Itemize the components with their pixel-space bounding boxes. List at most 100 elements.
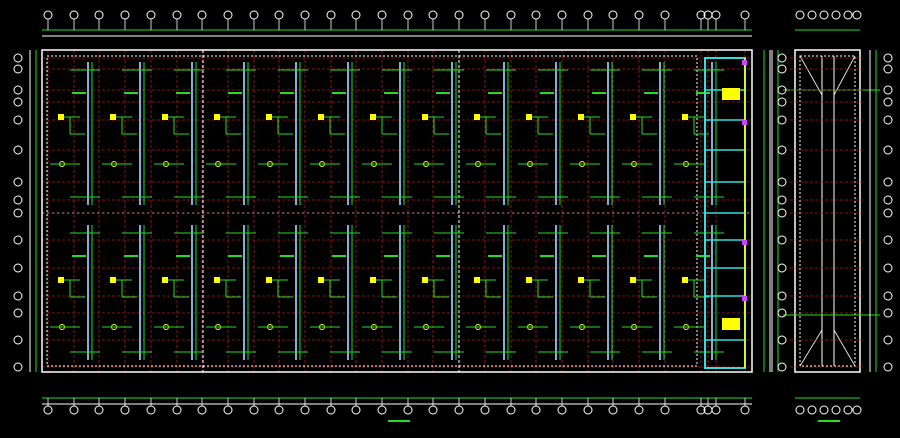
axis-bubble — [13, 235, 23, 245]
axis-bubble — [831, 405, 841, 415]
axis-bubble — [43, 405, 53, 415]
roof-hatch — [833, 55, 856, 96]
axis-bubble — [13, 97, 23, 107]
axis-bubble — [883, 115, 893, 125]
axis-bubble — [883, 53, 893, 63]
axis-bubble — [583, 10, 593, 20]
pipe-label — [176, 255, 190, 257]
axis-bubble — [883, 177, 893, 187]
pipe-label — [332, 92, 346, 94]
floor-drain-fixture — [578, 114, 584, 120]
plan-title-underline — [388, 420, 410, 422]
pipe-label — [124, 255, 138, 257]
floor-drain-fixture — [370, 277, 376, 283]
axis-bubble — [428, 405, 438, 415]
pipe-label — [176, 92, 190, 94]
floor-drain-fixture — [578, 277, 584, 283]
axis-bubble — [120, 405, 130, 415]
roof-hatch — [833, 329, 856, 367]
pipe-label — [436, 92, 450, 94]
floor-drain-fixture — [630, 277, 636, 283]
pipe-label — [332, 255, 346, 257]
axis-bubble — [883, 195, 893, 205]
axis-bubble — [819, 10, 829, 20]
pipe-label — [644, 92, 658, 94]
axis-bubble — [223, 10, 233, 20]
floor-drain-fixture — [214, 114, 220, 120]
pipe-label — [488, 92, 502, 94]
axis-bubble — [883, 64, 893, 74]
axis-bubble — [454, 10, 464, 20]
axis-bubble — [852, 405, 862, 415]
floor-drain-fixture — [526, 277, 532, 283]
axis-bubble — [13, 145, 23, 155]
pipe-network — [50, 62, 724, 360]
floor-drain-fixture — [682, 114, 688, 120]
axis-bubble — [13, 53, 23, 63]
axis-bubble — [300, 405, 310, 415]
floor-drain-fixture — [162, 277, 168, 283]
pipe-label — [436, 255, 450, 257]
axis-bubble — [172, 405, 182, 415]
axis-bubble — [506, 405, 516, 415]
axis-bubble — [777, 115, 787, 125]
axis-bubble — [480, 405, 490, 415]
axis-bubble — [583, 405, 593, 415]
axis-bubble — [843, 10, 853, 20]
axis-bubble — [13, 195, 23, 205]
floor-drain-fixture — [214, 277, 220, 283]
floor-drain-fixture — [318, 114, 324, 120]
axis-bubble — [13, 208, 23, 218]
axis-bubble — [531, 10, 541, 20]
axis-bubble — [777, 64, 787, 74]
axis-bubble — [69, 10, 79, 20]
axis-bubble — [777, 335, 787, 345]
axis-bubble — [883, 335, 893, 345]
axis-bubble — [557, 10, 567, 20]
axis-bubble — [120, 10, 130, 20]
pipe-label — [384, 255, 398, 257]
side-section-view — [771, 29, 880, 399]
pipe-label — [488, 255, 502, 257]
roof-hatch — [799, 329, 823, 367]
pipe-label — [124, 92, 138, 94]
roof-hatch — [799, 55, 823, 96]
floor-drain-fixture — [58, 114, 64, 120]
floor-drain-fixture — [630, 114, 636, 120]
axis-bubble — [69, 405, 79, 415]
outer-wall — [41, 49, 753, 373]
axis-bubble — [634, 405, 644, 415]
floor-drain-fixture — [474, 277, 480, 283]
floor-drain-fixture — [266, 277, 272, 283]
axis-bubble — [883, 145, 893, 155]
floor-drain-fixture — [682, 277, 688, 283]
floor-drain-fixture — [422, 277, 428, 283]
axis-bubble — [819, 405, 829, 415]
floor-drain-fixture — [110, 277, 116, 283]
axis-bubble — [428, 10, 438, 20]
axis-bubble — [777, 97, 787, 107]
axis-bubble — [377, 405, 387, 415]
axis-bubble — [883, 263, 893, 273]
pipe-label — [696, 92, 710, 94]
pipe-label — [592, 92, 606, 94]
floor-drain-fixture — [162, 114, 168, 120]
axis-bubble — [13, 115, 23, 125]
axis-bubbles — [13, 10, 893, 422]
pipe-label — [644, 255, 658, 257]
pipe-label — [540, 92, 554, 94]
axis-bubble — [777, 291, 787, 301]
pipe-label — [540, 255, 554, 257]
axis-bubble — [777, 362, 787, 372]
axis-bubble — [274, 10, 284, 20]
axis-bubble — [326, 10, 336, 20]
inner-wall — [46, 55, 698, 367]
axis-bubble — [777, 85, 787, 95]
axis-bubble — [94, 405, 104, 415]
axis-grid-lines — [42, 50, 752, 372]
axis-bubble — [660, 10, 670, 20]
axis-bubble — [883, 362, 893, 372]
axis-bubble — [249, 10, 259, 20]
axis-bubble — [777, 53, 787, 63]
